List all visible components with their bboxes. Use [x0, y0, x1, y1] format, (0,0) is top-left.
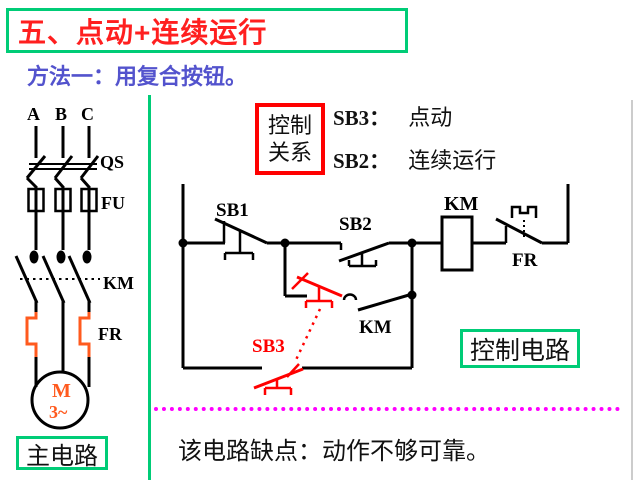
relation-line1: 控制 [267, 112, 312, 138]
motor-label: M [52, 380, 71, 402]
qs-label: QS [100, 152, 124, 172]
phase-a-label: A [27, 104, 40, 124]
sb2-contact [338, 241, 390, 268]
page-title: 五、点动+连续运行 [18, 16, 268, 48]
sb3-mechanical-link-line [293, 308, 322, 363]
km-main-contacts [14, 250, 100, 304]
main-circuit-diagram [14, 126, 100, 430]
sb2-label: SB2 [339, 214, 372, 235]
sb3-nc-contact [291, 272, 343, 308]
km-main-label: KM [103, 273, 134, 293]
legend-row-sb2: SB2： 连续运行 [333, 143, 496, 175]
fr-contact [495, 205, 543, 245]
relation-line2: 关系 [267, 140, 312, 165]
fu-fuses [27, 186, 98, 250]
sb1-label: SB1 [216, 200, 249, 221]
main-circuit-caption: 主电路 [16, 436, 108, 470]
legend-sb3-key: SB3： [333, 106, 391, 130]
motor-sub-label: 3~ [49, 402, 68, 422]
legend-row-sb3: SB3： 点动 [333, 100, 452, 132]
fr-contact-label: FR [512, 250, 538, 271]
fr-main-label: FR [98, 324, 123, 344]
fr-heaters [25, 300, 91, 387]
km-coil-label: KM [444, 193, 479, 215]
right-edge-line [631, 100, 633, 480]
legend-sb2-value: 连续运行 [408, 148, 497, 173]
phase-lines [34, 126, 91, 158]
title-box: 五、点动+连续运行 [6, 8, 408, 53]
km-aux-contact [342, 293, 410, 312]
control-relation-box: 控制 关系 [255, 103, 325, 175]
subtitle: 方法一：用复合按钮。 [27, 64, 248, 89]
junction-dots [178, 238, 417, 300]
km-coil [440, 215, 474, 272]
legend-sb3-value: 点动 [408, 105, 453, 130]
fu-label: FU [101, 193, 125, 213]
sb3-label: SB3 [252, 336, 285, 357]
sb1-contact [214, 217, 268, 260]
qs-switch [25, 155, 100, 189]
phase-c-label: C [81, 104, 94, 124]
legend-sb2-key: SB2： [333, 149, 391, 173]
motor [30, 370, 90, 430]
control-circuit-caption: 控制电路 [460, 329, 580, 368]
sb3-no-contact [253, 363, 304, 395]
control-circuit-diagram [178, 184, 570, 395]
footer-note: 该电路缺点：动作不够可靠。 [178, 438, 490, 465]
km-aux-label: KM [359, 317, 392, 338]
control-wires [181, 184, 570, 370]
vertical-separator [148, 95, 151, 480]
phase-b-label: B [55, 104, 67, 124]
dotted-divider [154, 407, 620, 411]
